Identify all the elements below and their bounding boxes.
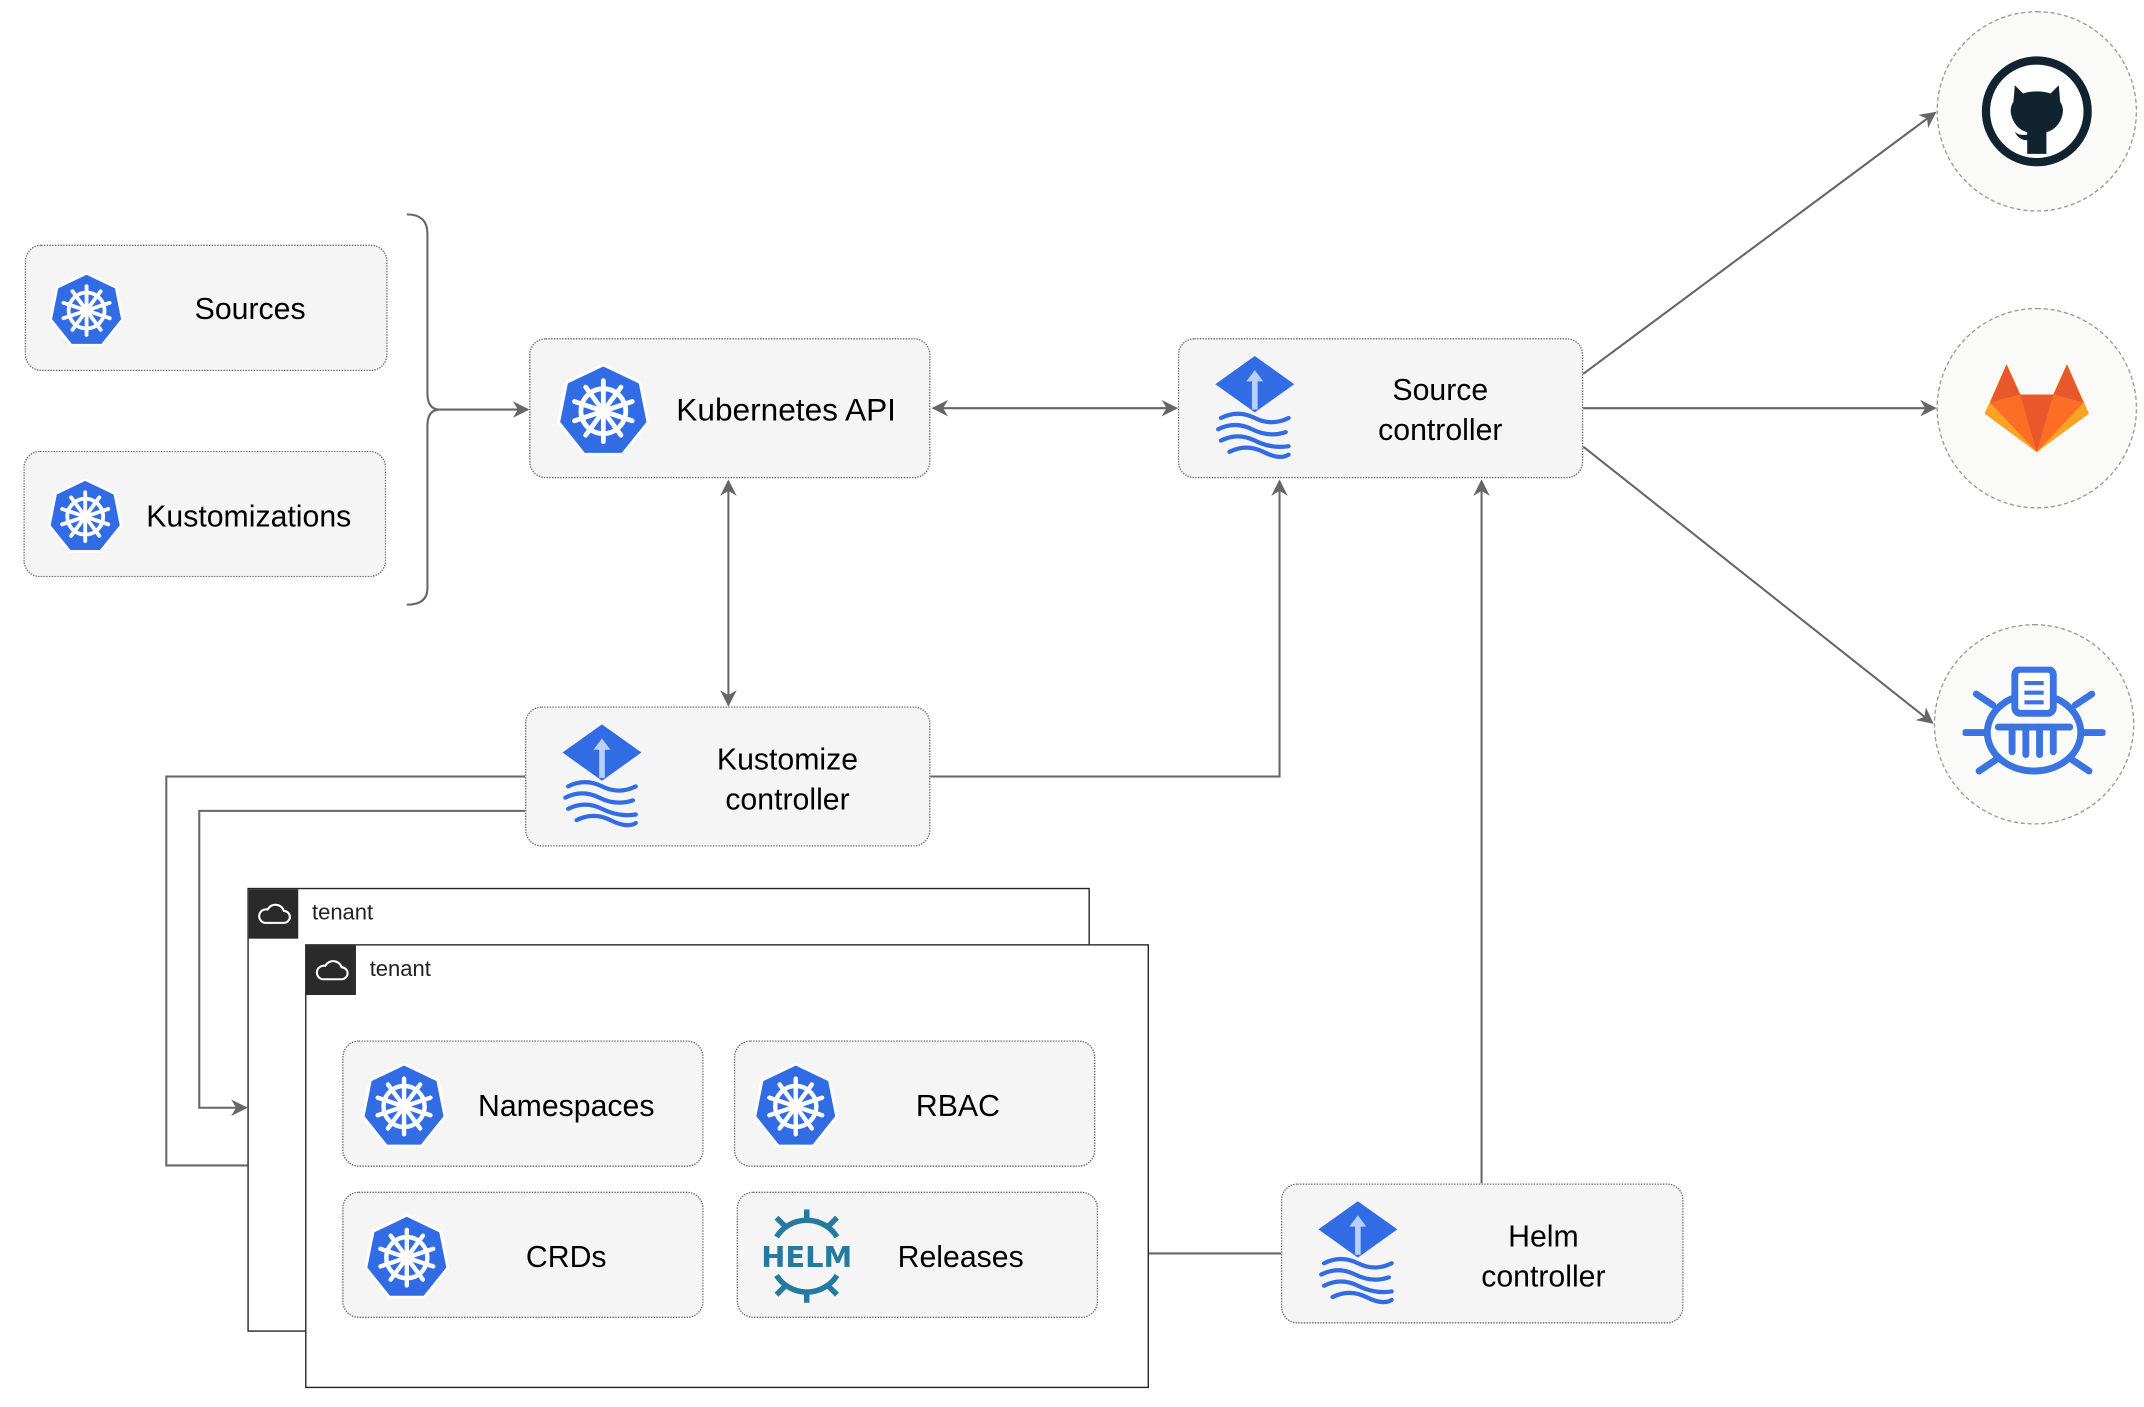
cloud-icon <box>256 902 292 927</box>
node-label-line2: controller <box>1378 412 1503 447</box>
node-label-line2: controller <box>1481 1258 1606 1294</box>
crds-node[interactable]: CRDs <box>342 1191 704 1319</box>
kubernetes-icon <box>752 1061 840 1149</box>
edge-kustomize-to-source <box>930 479 1288 778</box>
kubernetes-icon <box>555 361 651 457</box>
github-icon <box>1981 56 2092 167</box>
node-label-line2: controller <box>725 782 850 817</box>
node-label: Releases <box>897 1239 1024 1275</box>
node-label: Namespaces <box>477 1088 655 1123</box>
cloud-icon-badge <box>248 889 299 939</box>
kubernetes-icon <box>48 271 125 348</box>
tenant-label: tenant <box>369 957 431 982</box>
edge-kustomize-to-tenant-back <box>198 809 526 1116</box>
node-label: Kubernetes API <box>676 391 896 428</box>
gitlab-icon <box>1984 364 2090 453</box>
edge-source-to-registry <box>1582 445 1934 724</box>
node-label: RBAC <box>915 1088 1000 1123</box>
kubernetes-api-node[interactable]: Kubernetes API <box>529 338 931 479</box>
bracket <box>406 213 440 606</box>
node-label-line1: Helm <box>1508 1219 1579 1254</box>
node-label-line1: Source <box>1392 372 1489 407</box>
tenant-label: tenant <box>311 901 374 925</box>
kubernetes-icon <box>360 1061 448 1149</box>
kubernetes-icon <box>47 477 124 554</box>
flux-icon <box>1212 353 1297 466</box>
node-label-line1: Kustomize <box>716 742 859 777</box>
sources-node[interactable]: Sources <box>24 244 388 372</box>
helm-logo-text: HELM <box>761 1240 852 1274</box>
github-source[interactable] <box>1936 10 2138 212</box>
node-label: CRDs <box>525 1239 607 1275</box>
cloud-icon <box>313 958 349 983</box>
helm-controller-node[interactable]: Helm controller <box>1280 1183 1684 1324</box>
namespaces-node[interactable]: Namespaces <box>342 1040 704 1167</box>
source-controller-node[interactable]: Source controller <box>1177 338 1584 479</box>
flux-icon <box>1315 1198 1400 1311</box>
flux-icon <box>559 722 644 835</box>
registry-source[interactable] <box>1933 623 2135 825</box>
kustomizations-node[interactable]: Kustomizations <box>23 450 387 578</box>
node-label: Kustomizations <box>146 498 352 534</box>
gitlab-source[interactable] <box>1936 307 2138 509</box>
cloud-icon-badge <box>306 945 356 996</box>
harbor-registry-icon <box>1962 666 2106 775</box>
edge-source-to-github <box>1582 111 1937 375</box>
edge-kustomize-to-tenant-front <box>165 775 526 1174</box>
kustomize-controller-node[interactable]: Kustomize controller <box>525 706 931 847</box>
helm-icon: HELM <box>761 1209 852 1303</box>
node-label: Sources <box>194 291 306 326</box>
kubernetes-icon <box>363 1212 451 1300</box>
rbac-node[interactable]: RBAC <box>733 1040 1096 1167</box>
releases-node[interactable]: HELM Releases <box>736 1191 1099 1319</box>
